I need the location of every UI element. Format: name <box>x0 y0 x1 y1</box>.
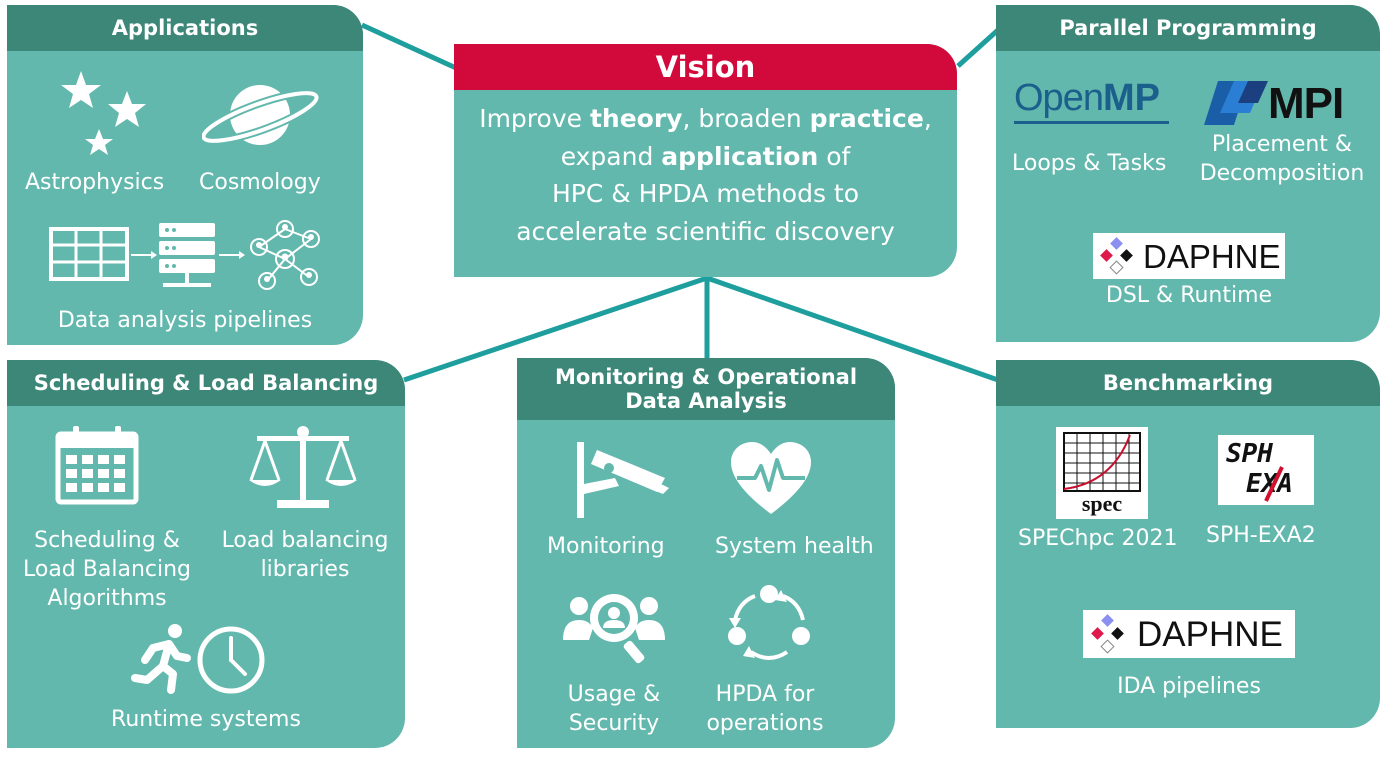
scheduling-item-algorithms-1: Scheduling & <box>34 528 180 553</box>
vision-text: , broaden <box>682 104 810 133</box>
parallel-item-loops: Loops & Tasks <box>1012 151 1167 176</box>
benchmarking-item-sph-exa2: SPH-EXA2 <box>1206 523 1316 548</box>
vision-text: , <box>923 104 932 133</box>
openmp-logo: OpenMP <box>1014 77 1174 127</box>
monitoring-item-hpda-2: operations <box>706 711 824 736</box>
monitoring-title-line: Data Analysis <box>625 389 787 413</box>
server-icon <box>159 223 215 287</box>
vision-title: Vision <box>454 44 957 90</box>
vision-statement: Improve theory, broaden practice, expand… <box>454 100 957 250</box>
scheduling-title: Scheduling & Load Balancing <box>7 360 405 406</box>
arrow-icon <box>219 251 245 259</box>
scheduling-item-algorithms-3: Algorithms <box>47 586 167 611</box>
benchmarking-panel: Benchmarking spec SPH EXA SPEChpc 2021 S… <box>996 360 1380 728</box>
openmp-logo-text: Open <box>1014 77 1104 119</box>
scheduling-panel: Scheduling & Load Balancing Scheduling &… <box>7 360 405 748</box>
monitoring-item-usage-1: Usage & <box>567 682 661 707</box>
monitoring-item-usage-2: Security <box>568 711 660 736</box>
table-icon <box>49 227 129 281</box>
scheduling-item-algorithms-2: Load Balancing <box>23 557 191 582</box>
vision-panel: Vision Improve theory, broaden practice,… <box>454 44 957 277</box>
benchmarking-item-spechpc: SPEChpc 2021 <box>1018 526 1178 551</box>
arrow-icon <box>131 251 157 259</box>
openmp-logo-text: MP <box>1102 77 1160 119</box>
daphne-logo-text: DAPHNE <box>1143 238 1281 275</box>
vision-text: HPC & HPDA methods to <box>551 179 860 208</box>
daphne-diamonds-icon <box>1100 237 1133 275</box>
camera-icon <box>577 442 669 518</box>
sph-exa-logo: SPH EXA <box>1218 435 1314 505</box>
applications-title: Applications <box>7 5 363 51</box>
parallel-programming-title: Parallel Programming <box>996 5 1380 51</box>
mpi-logo-text: MPI <box>1268 79 1344 128</box>
vision-text: of <box>818 141 851 171</box>
sph-exa-slash-icon <box>1264 466 1284 502</box>
parallel-programming-panel: Parallel Programming OpenMP MPI Loops & … <box>996 5 1380 342</box>
scheduling-item-runtime: Runtime systems <box>111 707 301 732</box>
calendar-icon <box>55 426 139 505</box>
parallel-item-dsl: DSL & Runtime <box>1105 283 1273 308</box>
heart-icon <box>731 442 811 514</box>
network-icon <box>250 220 320 290</box>
vision-text: practice <box>809 104 924 133</box>
openmp-underline <box>1014 121 1169 124</box>
parallel-item-placement: Placement & <box>1211 132 1353 157</box>
vision-text: application <box>661 141 819 171</box>
monitoring-title-line: Monitoring & Operational <box>554 364 858 389</box>
runner-icon <box>131 624 191 694</box>
monitoring-item-hpda-1: HPDA for <box>715 682 815 707</box>
daphne-logo-text: DAPHNE <box>1137 615 1283 654</box>
benchmarking-title: Benchmarking <box>996 360 1380 406</box>
applications-item-astrophysics: Astrophysics <box>25 170 165 195</box>
stars-icon <box>61 71 146 155</box>
monitoring-item-system-health: System health <box>715 534 874 559</box>
cycle-icon <box>728 585 810 660</box>
scheduling-item-libraries-1: Load balancing <box>221 528 389 553</box>
spec-grid-icon <box>1063 432 1141 492</box>
vision-text: expand <box>560 141 662 171</box>
monitoring-item-monitoring: Monitoring <box>547 534 665 559</box>
daphne-diamonds-icon <box>1091 614 1124 654</box>
planet-icon <box>202 85 321 145</box>
vision-text: Improve <box>479 104 590 133</box>
daphne-logo: DAPHNE <box>1083 610 1295 658</box>
parallel-item-decomposition: Decomposition <box>1199 161 1365 186</box>
spec-logo-text: spec <box>1081 491 1123 516</box>
monitoring-panel: Monitoring & Operational Data Analysis M… <box>517 358 895 748</box>
scales-icon <box>249 426 357 508</box>
vision-text: theory <box>589 104 683 133</box>
daphne-logo: DAPHNE <box>1093 233 1285 279</box>
monitoring-title: Monitoring & Operational Data Analysis <box>517 358 895 420</box>
spec-logo: spec <box>1056 427 1148 519</box>
sph-logo-text: SPH <box>1226 439 1273 469</box>
applications-item-cosmology: Cosmology <box>199 170 321 195</box>
applications-item-pipelines: Data analysis pipelines <box>57 308 313 333</box>
mpi-blocks-icon <box>1204 81 1268 125</box>
clock-icon <box>197 626 265 694</box>
vision-text: accelerate scientific discovery <box>516 216 895 246</box>
applications-panel: Applications Astrophysics Cosmology <box>7 5 363 345</box>
scheduling-item-libraries-2: libraries <box>260 557 350 582</box>
users-search-icon <box>563 594 665 664</box>
benchmarking-item-ida: IDA pipelines <box>1117 674 1261 699</box>
